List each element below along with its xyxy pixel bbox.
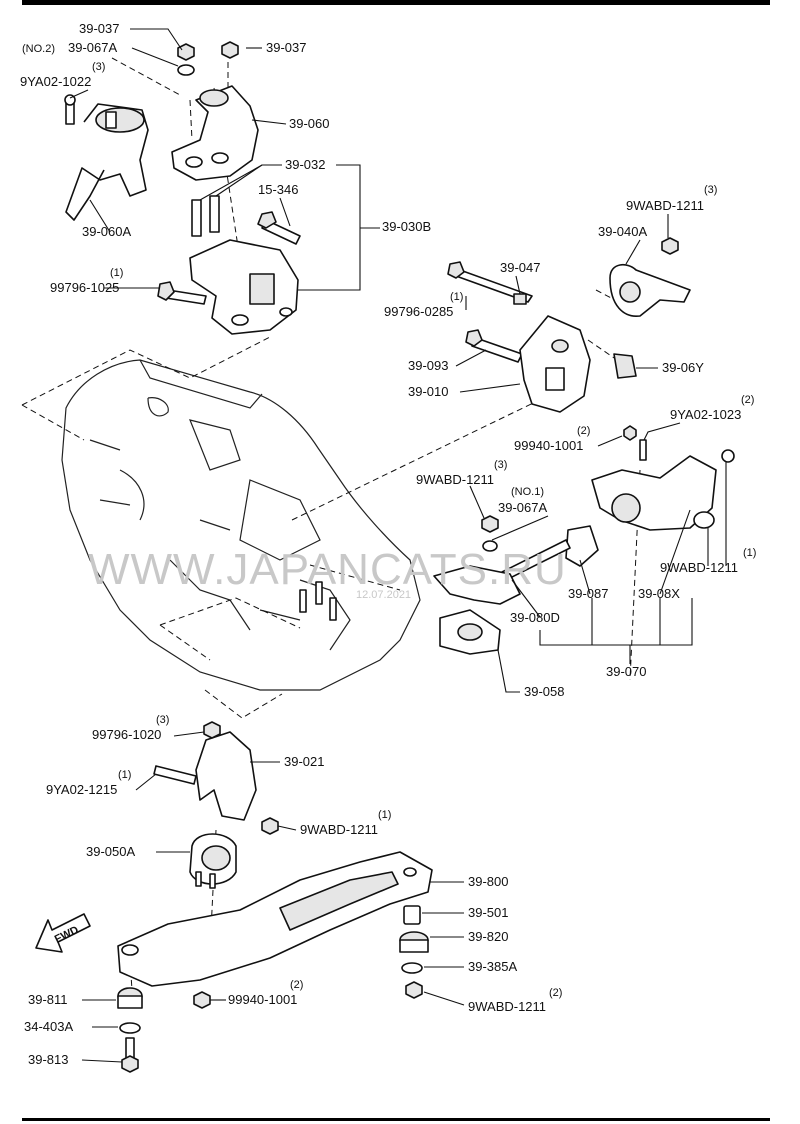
part-number-label: 39-093: [408, 358, 448, 373]
quantity-label: (1): [110, 267, 123, 279]
watermark: WWW.JAPANCATS.RU 12.07.2021: [88, 545, 567, 601]
mount-39-070: [591, 425, 735, 531]
part-number-label: 39-010: [408, 384, 448, 399]
part-number-label: 99796-0285: [384, 304, 453, 319]
part-number-label: 39-032: [285, 157, 325, 172]
part-number-label: 39-040A: [598, 224, 647, 239]
quantity-label: (3): [156, 714, 169, 726]
quantity-label: (1): [743, 547, 756, 559]
bolt-15-346: [257, 211, 301, 245]
bushing-stack-right: [399, 905, 429, 999]
part-number-label: 39-047: [500, 260, 540, 275]
quantity-label: (2): [577, 425, 590, 437]
part-number-label: 39-037: [79, 21, 119, 36]
watermark-text: WWW.JAPANCATS.RU: [88, 545, 567, 594]
part-number-label: 15-346: [258, 182, 298, 197]
part-number-label: 9YA02-1215: [46, 782, 117, 797]
mount-39-050a: [189, 833, 237, 889]
part-number-label: 9WABD-1211: [660, 560, 738, 575]
part-number-label: 34-403A: [24, 1019, 73, 1034]
quantity-label: (3): [92, 61, 105, 73]
fwd-arrow: FWD: [35, 913, 91, 953]
part-number-label: 99940-1001: [228, 992, 297, 1007]
quantity-label: (3): [494, 459, 507, 471]
part-number-label: 39-067A: [68, 40, 117, 55]
part-number-label: 99940-1001: [514, 438, 583, 453]
part-number-label: 9WABD-1211: [626, 198, 704, 213]
part-number-label: 99796-1025: [50, 280, 119, 295]
bolt-99796-1025: [157, 281, 207, 305]
part-number-label: 39-070: [606, 664, 646, 679]
bottom-rule: [22, 1118, 770, 1121]
bracket-39-060: [171, 85, 259, 181]
part-number-label: 39-385A: [468, 959, 517, 974]
studs-39-032: [191, 195, 220, 237]
part-number-label: 39-080D: [510, 610, 560, 625]
bracket-39-021: [153, 721, 279, 835]
part-number-label: 39-060: [289, 116, 329, 131]
bracket-39-010: [519, 315, 591, 413]
part-number-label: 39-021: [284, 754, 324, 769]
quantity-label: (2): [290, 979, 303, 991]
bracket-39-058: [299, 565, 521, 655]
watermark-date: 12.07.2021: [356, 589, 411, 601]
part-number-label: 39-037: [266, 40, 306, 55]
bolt-39-093: [465, 329, 523, 363]
leader-lines: [69, 28, 727, 1063]
part-number-label: 39-050A: [86, 844, 135, 859]
bracket-39-030b: [189, 239, 299, 335]
top-rule: [22, 0, 770, 5]
part-number-label: 9WABD-1211: [416, 472, 494, 487]
quantity-label: (1): [378, 809, 391, 821]
bolt-99796-0285: [447, 261, 533, 305]
quantity-label: (2): [741, 394, 754, 406]
quantity-label: (1): [450, 291, 463, 303]
part-number-label: 39-06Y: [662, 360, 704, 375]
part-number-label: 9WABD-1211: [468, 999, 546, 1014]
engine-block: [61, 359, 421, 691]
part-number-label: 9YA02-1022: [20, 74, 91, 89]
mount-39-040a: [609, 237, 691, 317]
crossmember-39-800: [117, 851, 433, 987]
link-39-080d: [481, 515, 599, 581]
part-number-label: 39-058: [524, 684, 564, 699]
part-number-label: 39-087: [568, 586, 608, 601]
part-number-label: 39-811: [28, 992, 68, 1007]
quantity-label: (NO.2): [22, 43, 55, 55]
part-number-label: 39-067A: [498, 500, 547, 515]
part-number-label: 9YA02-1023: [670, 407, 741, 422]
clip-39-06y: [613, 353, 637, 379]
quantity-label: (NO.1): [511, 486, 544, 498]
bushing-stack-left: [117, 987, 211, 1073]
part-number-label: 39-800: [468, 874, 508, 889]
part-number-label: 39-501: [468, 905, 508, 920]
quantity-label: (3): [704, 184, 717, 196]
part-number-label: 99796-1020: [92, 727, 161, 742]
nut-39-037-right: [221, 41, 239, 59]
part-number-label: 39-060A: [82, 224, 131, 239]
part-number-label: 9WABD-1211: [300, 822, 378, 837]
mount-39-060a: [64, 94, 149, 221]
part-number-label: 39-820: [468, 929, 508, 944]
quantity-label: (2): [549, 987, 562, 999]
quantity-label: (1): [118, 769, 131, 781]
part-number-label: 39-030B: [382, 219, 431, 234]
part-number-label: 39-813: [28, 1052, 68, 1067]
nut-39-037-left: [177, 43, 195, 76]
part-number-label: 39-08X: [638, 586, 680, 601]
